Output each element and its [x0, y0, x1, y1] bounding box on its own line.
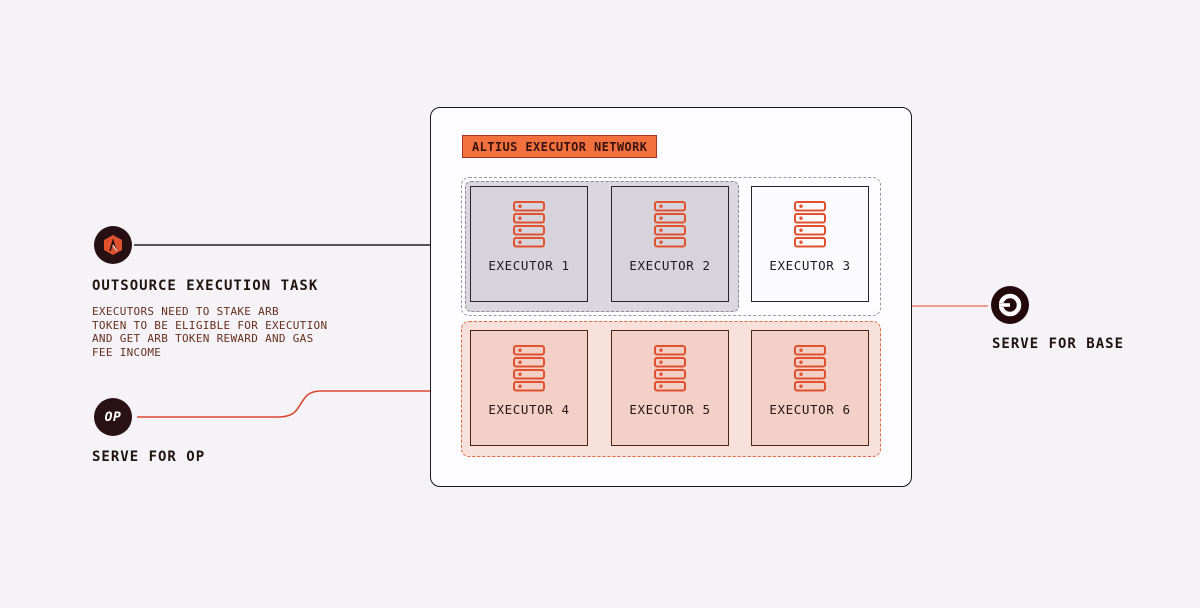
executor-label: EXECUTOR 5	[629, 402, 711, 417]
executor-box-1: EXECUTOR 1	[470, 186, 588, 302]
stake-note-line: EXECUTORS NEED TO STAKE ARB	[92, 305, 279, 318]
server-icon	[654, 345, 686, 392]
executor-box-3: EXECUTOR 3	[751, 186, 869, 302]
executor-label: EXECUTOR 3	[769, 258, 851, 273]
server-icon	[513, 201, 545, 248]
server-icon	[794, 345, 826, 392]
arbitrum-icon	[94, 226, 132, 264]
serve-for-base-label: SERVE FOR BASE	[992, 336, 1125, 352]
executor-label: EXECUTOR 4	[488, 402, 570, 417]
stake-note: EXECUTORS NEED TO STAKE ARB TOKEN TO BE …	[92, 305, 327, 359]
top-executor-group	[461, 177, 881, 316]
op-icon-label: OP	[104, 409, 122, 425]
executor-label: EXECUTOR 2	[629, 258, 711, 273]
executor-box-5: EXECUTOR 5	[611, 330, 729, 446]
executor-box-6: EXECUTOR 6	[751, 330, 869, 446]
server-icon	[654, 201, 686, 248]
executor-label: EXECUTOR 1	[488, 258, 570, 273]
stake-note-line: AND GET ARB TOKEN REWARD AND GAS	[92, 332, 314, 345]
server-icon	[513, 345, 545, 392]
executor-box-2: EXECUTOR 2	[611, 186, 729, 302]
op-icon: OP	[94, 398, 132, 436]
server-icon	[794, 201, 826, 248]
stake-note-line: FEE INCOME	[92, 345, 162, 359]
stake-note-line: TOKEN TO BE ELIGIBLE FOR EXECUTION	[92, 318, 328, 332]
arrow-op-to-network	[137, 386, 446, 418]
serve-for-op-label: SERVE FOR OP	[92, 449, 206, 465]
network-title-badge: ALTIUS EXECUTOR NETWORK	[462, 135, 658, 158]
outsource-heading: OUTSOURCE EXECUTION TASK	[92, 278, 319, 294]
executor-box-4: EXECUTOR 4	[470, 330, 588, 446]
executor-label: EXECUTOR 6	[769, 402, 851, 417]
base-icon	[991, 286, 1029, 324]
